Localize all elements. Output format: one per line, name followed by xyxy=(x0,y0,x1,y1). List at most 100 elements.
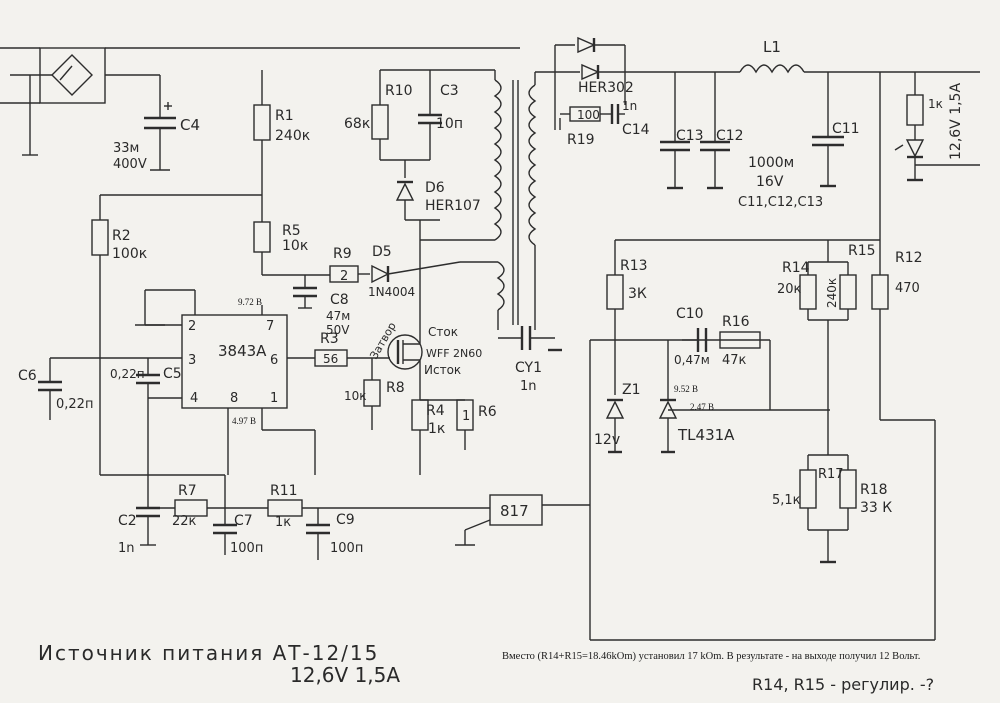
cy1-value: 1n xyxy=(520,379,537,394)
r15-value: 240к xyxy=(825,278,839,308)
resistor-r2 xyxy=(91,194,262,476)
snubber-r10-c3 xyxy=(371,69,442,178)
c5-value: 0,22п xyxy=(110,367,145,381)
diode-d6 xyxy=(395,180,440,221)
c2-label: C2 xyxy=(118,513,137,529)
c13-label: C13 xyxy=(676,128,704,144)
handwritten-note: R14, R15 - регулир. -? xyxy=(752,675,934,694)
modification-note: Вместо (R14+R15=18.46kOm) установил 17 k… xyxy=(502,651,920,662)
output-led-branch xyxy=(894,72,980,182)
title-line-1: Источник питания АТ-12/15 xyxy=(38,641,379,665)
d5-value: 1N4004 xyxy=(368,285,415,299)
c8-label: C8 xyxy=(330,292,349,308)
ic-3843-body xyxy=(100,289,316,475)
c9-value: 100п xyxy=(330,541,363,556)
resistor-r1 xyxy=(253,70,271,195)
r1-value: 240к xyxy=(275,128,310,144)
z1-label: Z1 xyxy=(622,382,641,398)
r18-value: 33 К xyxy=(860,500,892,516)
r9-value: 2 xyxy=(340,269,348,284)
r15-label: R15 xyxy=(848,243,876,259)
capacitor-c4 xyxy=(144,75,176,171)
mosfet-q1 xyxy=(387,320,423,400)
vcc-supply-branch xyxy=(262,261,461,309)
r2-label: R2 xyxy=(112,228,131,244)
resistor-r8 xyxy=(363,358,381,430)
output-rating: 12,6V 1,5A xyxy=(948,83,964,160)
c4-value-1: 33м xyxy=(113,141,139,156)
gate-label: Затвор xyxy=(367,320,398,361)
c6-value: 0,22п xyxy=(56,397,93,412)
c14-value: 1n xyxy=(622,99,637,113)
r7-value: 22к xyxy=(172,514,197,529)
bottom-rc-network xyxy=(136,475,490,560)
r10-value: 68к xyxy=(344,116,370,132)
r3-value: 56 xyxy=(323,352,338,366)
voltage-pin8: 4.97 B xyxy=(232,416,256,426)
bridge-rectifier xyxy=(10,47,160,156)
ic-label: 3843А xyxy=(218,342,267,360)
r8-value: 10к xyxy=(344,389,367,403)
r10-label: R10 xyxy=(385,83,413,99)
main-cap-voltage: 16V xyxy=(756,174,784,190)
main-cap-value: 1000м xyxy=(748,155,794,171)
current-sense xyxy=(411,399,474,475)
c7-value: 100п xyxy=(230,541,263,556)
ic-pin-6: 6 xyxy=(270,353,278,368)
c3-label: C3 xyxy=(440,83,459,99)
r6-label: R6 xyxy=(478,404,497,420)
r14-label: R14 xyxy=(782,260,810,276)
output-capacitors xyxy=(660,72,844,190)
r17-label: R17 xyxy=(818,467,844,482)
r12-value: 470 xyxy=(895,281,920,296)
c12-label: C12 xyxy=(716,128,744,144)
r1-label: R1 xyxy=(275,108,294,124)
c14-label: C14 xyxy=(622,122,650,138)
r19-label: R19 xyxy=(567,132,595,148)
capacitor-c5 xyxy=(136,358,160,398)
c11-label: C11 xyxy=(832,121,860,137)
d6-value: HER107 xyxy=(425,198,481,214)
voltage-pin7: 9.72 B xyxy=(238,297,262,307)
r3-label: R3 xyxy=(320,331,339,347)
voltage-tl431-ref: 2.47 B xyxy=(690,402,714,412)
r4-value: 1к xyxy=(428,421,445,437)
ic-pin-8: 8 xyxy=(230,391,238,406)
title-line-2: 12,6V 1,5А xyxy=(290,663,400,687)
r5-value: 10к xyxy=(282,238,308,254)
d6-label: D6 xyxy=(425,180,445,196)
main-cap-names: C11,C12,C13 xyxy=(738,195,823,210)
input-rail xyxy=(0,47,520,104)
r16-label: R16 xyxy=(722,314,750,330)
mosfet-label: WFF 2N60 xyxy=(426,347,482,360)
ic-pin-4: 4 xyxy=(190,391,198,406)
c8-value-1: 47м xyxy=(326,309,350,323)
c5-label: C5 xyxy=(163,366,182,382)
c2-value: 1n xyxy=(118,541,135,556)
l1-label: L1 xyxy=(763,38,781,56)
transformer-secondary xyxy=(528,71,555,330)
feedback-network xyxy=(590,72,935,564)
rectifier-her302 xyxy=(554,36,740,130)
r2-value: 100к xyxy=(112,246,147,262)
ic-pin-2: 2 xyxy=(188,319,196,334)
resistor-r5 xyxy=(253,195,271,275)
z1-value: 12v xyxy=(594,432,620,448)
transformer-primary xyxy=(419,69,519,330)
ic-pin-7: 7 xyxy=(266,319,274,334)
c4-label: C4 xyxy=(180,116,200,134)
her302-label: HER302 xyxy=(578,80,634,96)
opto-label: 817 xyxy=(500,502,529,520)
c10-value: 0,47м xyxy=(674,353,710,367)
r4-label: R4 xyxy=(426,403,445,419)
tl431-label: TL431A xyxy=(677,426,735,444)
cy1-label: CY1 xyxy=(515,360,542,376)
c10-label: C10 xyxy=(676,306,704,322)
gate-resistor-r3 xyxy=(314,349,390,367)
r11-label: R11 xyxy=(270,483,298,499)
r12-label: R12 xyxy=(895,250,923,266)
r6-value: 1 xyxy=(462,409,470,424)
r19-value: 100 xyxy=(577,108,600,122)
capacitor-cy1 xyxy=(498,326,562,352)
